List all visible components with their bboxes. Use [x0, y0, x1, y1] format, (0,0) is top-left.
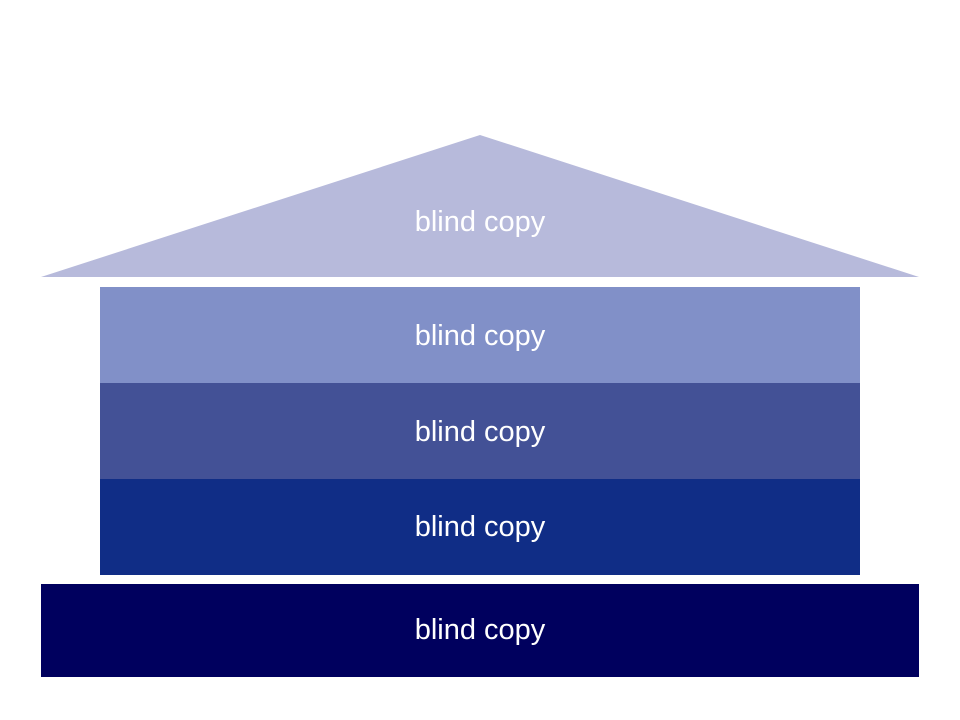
- band-1-label: blind copy: [414, 320, 546, 352]
- pillar-band-3: [100, 479, 860, 575]
- base-label: blind copy: [414, 614, 546, 646]
- foundation-base: [41, 584, 919, 677]
- band-2-label: blind copy: [414, 416, 546, 448]
- pillar-band-2: [100, 383, 860, 479]
- pillar-band-1: [100, 287, 860, 383]
- roof-triangle: [41, 135, 919, 277]
- roof-label: blind copy: [414, 206, 546, 238]
- band-3-label: blind copy: [414, 511, 546, 543]
